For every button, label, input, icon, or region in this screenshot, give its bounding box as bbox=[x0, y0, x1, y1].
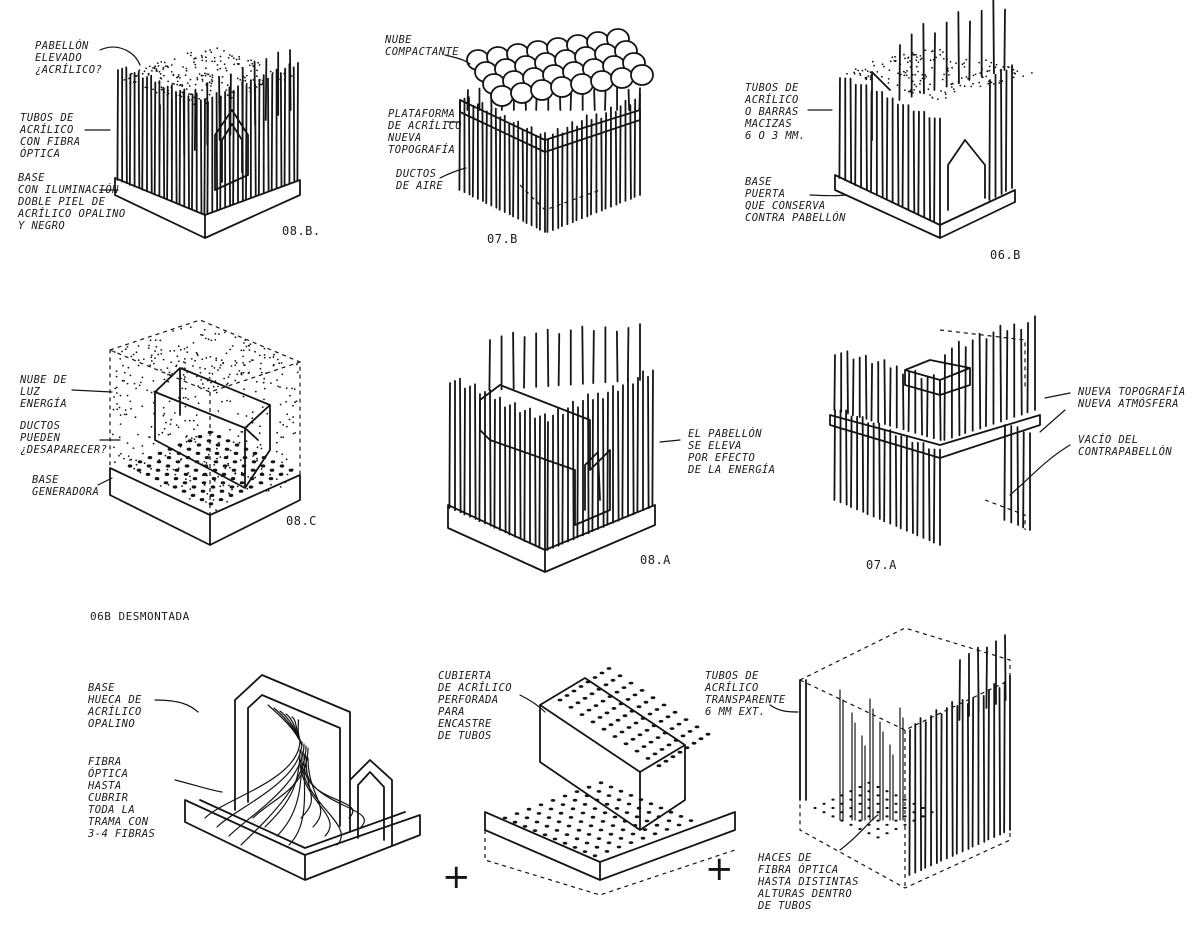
code-08b: 08.B. bbox=[282, 224, 321, 238]
pavilion-volume bbox=[154, 367, 271, 489]
tube-array bbox=[448, 323, 654, 551]
sketch-08a bbox=[447, 323, 656, 573]
label-pavilion-rises: EL PABELLÓN SE ELEVA POR EFECTO DE LA EN… bbox=[688, 428, 776, 476]
sketch-08b bbox=[114, 47, 301, 239]
pavilion-frame bbox=[947, 139, 986, 211]
pavilion-frame bbox=[479, 384, 611, 526]
base-plate bbox=[484, 811, 736, 881]
label-pavilion-elevated: PABELLÓN ELEVADO ¿ACRÍLICO? bbox=[35, 40, 103, 76]
perforations bbox=[502, 667, 711, 858]
label-ducts-disappear: DUCTOS PUEDEN ¿DESAPARECER? bbox=[20, 420, 108, 456]
perforated-base bbox=[127, 430, 294, 506]
tube-array bbox=[458, 85, 641, 233]
label-perforated-cover: CUBIERTA DE ACRÍLICO PERFORADA PARA ENCA… bbox=[438, 670, 512, 742]
section-title: 06B DESMONTADA bbox=[90, 610, 190, 623]
label-door-base: BASE PUERTA QUE CONSERVA CONTRA PABELLÓN bbox=[745, 176, 846, 224]
label-light-cloud: NUBE DE LUZ ENERGÍA bbox=[20, 374, 68, 410]
base-slab bbox=[109, 467, 301, 546]
base-slab bbox=[834, 174, 1016, 239]
dotted-roof bbox=[846, 48, 1033, 100]
pavilion-frame bbox=[214, 109, 249, 191]
pavilion-shell bbox=[234, 674, 393, 846]
tube-array bbox=[838, 0, 1013, 225]
sketch-07b bbox=[458, 28, 654, 233]
code-07a: 07.A bbox=[866, 558, 897, 572]
dotted-box bbox=[109, 319, 301, 516]
label-solid-bars: TUBOS DE ACRÍLICO O BARRAS MACIZAS 6 O 3… bbox=[745, 82, 806, 142]
code-06b: 06.B bbox=[990, 248, 1021, 262]
label-cloud: NUBE COMPACTANTE bbox=[385, 34, 459, 58]
code-07b: 07.B bbox=[487, 232, 518, 246]
sketch-base-parts bbox=[184, 674, 421, 881]
label-illuminated-base: BASE CON ILUMINACIÓN DOBLE PIEL DE ACRÍL… bbox=[18, 172, 126, 232]
sketch-08c bbox=[109, 319, 301, 546]
label-generator-base: BASE GENERADORA bbox=[32, 474, 100, 498]
label-counterpavilion-void: VACÍO DEL CONTRAPABELLÓN bbox=[1078, 434, 1173, 458]
sketch-tube-parts bbox=[799, 627, 1011, 889]
code-08c: 08.C bbox=[286, 514, 317, 528]
tube-array bbox=[908, 634, 1011, 876]
sketch-06b bbox=[834, 0, 1033, 239]
platform bbox=[829, 414, 1041, 459]
label-new-topography: NUEVA TOPOGRAFÍA NUEVA ATMÓSFERA bbox=[1078, 386, 1186, 410]
label-transparent-tubes: TUBOS DE ACRÍLICO TRANSPARENTE 6 MM EXT. bbox=[705, 670, 786, 718]
plus-sign: + bbox=[442, 857, 471, 897]
fiber-bundle bbox=[204, 704, 365, 846]
leader-lines bbox=[71, 46, 1071, 851]
label-optical-fiber: FIBRA ÓPTICA HASTA CUBRIR TODA LA TRAMA … bbox=[88, 756, 156, 840]
tube-array bbox=[116, 49, 299, 215]
cover-plate bbox=[539, 677, 686, 831]
fiber-strands bbox=[813, 689, 934, 839]
label-acrylic-tubes: TUBOS DE ACRÍLICO CON FIBRA ÓPTICA bbox=[20, 112, 81, 160]
sketch-07a bbox=[829, 315, 1041, 546]
code-08a: 08.A bbox=[640, 553, 671, 567]
dotted-volume bbox=[111, 326, 299, 511]
dotted-box bbox=[799, 627, 1011, 889]
label-acrylic-platform: PLATAFORMA DE ACRÍLICO NUEVA TOPOGRAFÍA bbox=[388, 108, 462, 156]
label-hollow-base: BASE HUECA DE ACRÍLICO OPALINO bbox=[88, 682, 142, 730]
label-air-ducts: DUCTOS DE AIRE bbox=[396, 168, 444, 192]
label-fiber-bundles: HACES DE FIBRA ÓPTICA HASTA DISTINTAS AL… bbox=[758, 852, 859, 912]
base-tray bbox=[184, 799, 421, 881]
plus-sign: + bbox=[705, 849, 734, 889]
tube-array bbox=[833, 315, 1036, 546]
sketch-cover-parts bbox=[484, 667, 736, 896]
cloud-cluster bbox=[466, 28, 654, 107]
